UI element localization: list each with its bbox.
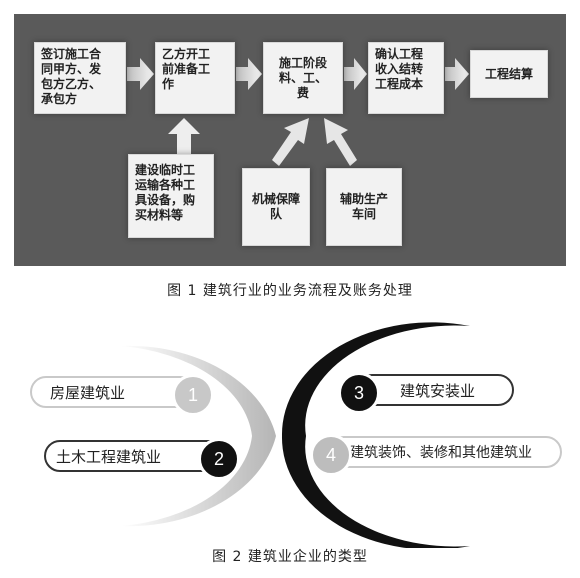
arrow-3 bbox=[344, 58, 367, 90]
arrow-4 bbox=[445, 58, 469, 90]
category-number-2: 2 bbox=[198, 438, 240, 480]
figure2-caption: 图 2 建筑业企业的类型 bbox=[212, 549, 368, 565]
box-construction-cost-text: 施工阶段 料、工、 费 bbox=[278, 55, 327, 100]
box-sign-contract-text: 签订施工合 同甲方、发 包方乙方、 承包方 bbox=[41, 47, 102, 106]
category-pill-2: 土木工程建筑业 bbox=[44, 440, 230, 472]
arrow-diag-left bbox=[272, 118, 309, 166]
category-label-3: 建筑安装业 bbox=[400, 381, 476, 400]
box-settlement-text: 工程结算 bbox=[484, 66, 533, 81]
figure1-caption: 图 1 建筑行业的业务流程及账务处理 bbox=[167, 283, 413, 299]
category-number-3: 3 bbox=[338, 372, 380, 414]
arrow-2 bbox=[236, 58, 262, 90]
category-pill-4: 建筑装饰、装修和其他建筑业 bbox=[328, 436, 562, 468]
category-number-1: 1 bbox=[172, 374, 214, 416]
box-temporary-works: 建设临时工 运输各种工 具设备，购 买材料等 bbox=[128, 154, 214, 238]
flow-arrows bbox=[127, 58, 469, 166]
category-pill-1: 房屋建筑业 bbox=[30, 376, 196, 408]
arrow-up bbox=[168, 118, 200, 154]
category-label-1: 房屋建筑业 bbox=[50, 383, 126, 402]
left-crescent bbox=[120, 345, 276, 527]
box-construction-cost: 施工阶段 料、工、 费 bbox=[263, 42, 343, 114]
box-preparation: 乙方开工 前准备工 作 bbox=[155, 42, 235, 114]
category-number-4: 4 bbox=[310, 434, 352, 476]
category-pill-3: 建筑安装业 bbox=[356, 374, 514, 406]
box-auxiliary-workshop: 辅助生产 车间 bbox=[326, 168, 402, 246]
arrow-diag-right bbox=[324, 118, 357, 166]
arrow-1 bbox=[127, 58, 154, 90]
flow-diagram: 签订施工合 同甲方、发 包方乙方、 承包方 乙方开工 前准备工 作 施工阶段 料… bbox=[14, 14, 566, 266]
category-label-4: 建筑装饰、装修和其他建筑业 bbox=[350, 445, 532, 461]
box-temporary-works-text: 建设临时工 运输各种工 具设备，购 买材料等 bbox=[135, 163, 196, 222]
category-label-2: 土木工程建筑业 bbox=[56, 447, 162, 466]
box-settlement: 工程结算 bbox=[470, 50, 548, 98]
box-machinery-team: 机械保障 队 bbox=[242, 168, 310, 246]
box-sign-contract: 签订施工合 同甲方、发 包方乙方、 承包方 bbox=[34, 42, 126, 114]
box-confirm-revenue-text: 确认工程 收入结转 工程成本 bbox=[375, 47, 424, 91]
box-machinery-team-text: 机械保障 队 bbox=[251, 192, 300, 221]
box-auxiliary-workshop-text: 辅助生产 车间 bbox=[339, 192, 388, 221]
box-confirm-revenue: 确认工程 收入结转 工程成本 bbox=[368, 42, 444, 114]
box-preparation-text: 乙方开工 前准备工 作 bbox=[162, 47, 211, 91]
category-arcs bbox=[120, 322, 470, 548]
